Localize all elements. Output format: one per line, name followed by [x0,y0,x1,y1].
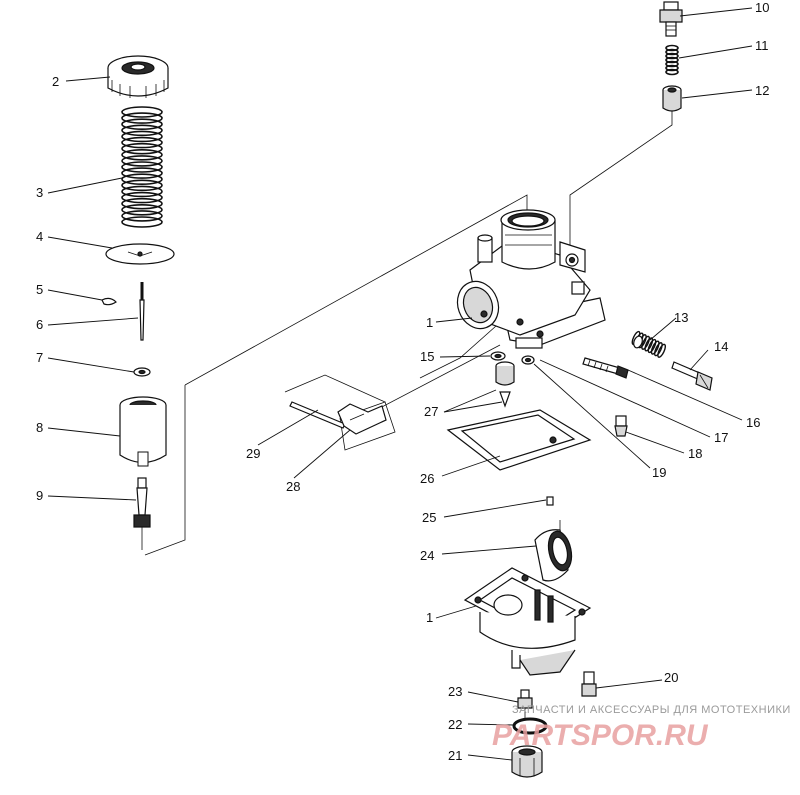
part-16-idle-screw [582,357,629,379]
callout-27: 27 [424,404,438,419]
part-8-throttle-slide [119,396,167,467]
part-13-spring [631,330,667,358]
part-22-o-ring [512,717,548,735]
callout-24: 24 [420,548,434,563]
part-17-washer [633,335,643,349]
part-3-spring [121,106,163,228]
part-29-float-pin [289,401,346,429]
callout-14: 14 [714,339,728,354]
part-15-o-ring [490,351,506,361]
callout-7: 7 [36,350,43,365]
part-27-float-valve [495,361,515,408]
part-2-top-cap [107,55,169,98]
callout-26: 26 [420,471,434,486]
callout-15: 15 [420,349,434,364]
watermark: ЗАПЧАСТИ И АКСЕССУАРЫ ДЛЯ МОТОТЕХНИКИ PA… [492,704,791,752]
part-20-drain-screw [581,671,597,697]
callout-11: 11 [755,38,769,53]
part-26-float-bowl-gasket [446,409,592,471]
callout-20: 20 [664,670,678,685]
watermark-logo: PARTSPOR.RU [492,719,709,752]
callout-18: 18 [688,446,702,461]
callout-labels: 2 3 4 5 6 7 8 9 10 11 12 1 13 14 15 16 1… [36,0,769,763]
callout-10: 10 [755,0,769,15]
part-28-float-arm [337,403,387,435]
callout-4: 4 [36,229,43,244]
callout-2: 2 [52,74,59,89]
callout-12: 12 [755,83,769,98]
callout-21: 21 [448,748,462,763]
callout-25: 25 [422,510,436,525]
part-4-retainer-plate [105,243,175,265]
part-1-carburetor-body [456,209,606,349]
callout-22: 22 [448,717,462,732]
part-11-cable-spring [665,44,679,76]
callout-8: 8 [36,420,43,435]
watermark-caption: ЗАПЧАСТИ И АКСЕССУАРЫ ДЛЯ МОТОТЕХНИКИ [512,704,791,716]
callout-29: 29 [246,446,260,461]
part-5-clip [101,297,117,306]
callout-23: 23 [448,684,462,699]
callout-16: 16 [746,415,760,430]
callout-1-body: 1 [426,315,433,330]
part-6-jet-needle [139,282,145,341]
callout-28: 28 [286,479,300,494]
callout-3: 3 [36,185,43,200]
callout-13: 13 [674,310,688,325]
callout-6: 6 [36,317,43,332]
callout-1-bowl: 1 [426,610,433,625]
part-21-drain-plug [511,745,543,778]
callout-19: 19 [652,465,666,480]
callout-17: 17 [714,430,728,445]
callout-5: 5 [36,282,43,297]
part-9-needle-jet [133,477,151,550]
part-19-washer [521,355,535,365]
part-7-washer [133,367,151,377]
part-18-jet [614,415,628,437]
part-10-cable-adjuster [659,1,683,37]
part-25-pin [546,496,554,506]
leader-lines [47,7,753,761]
part-1-float-bowl [463,567,592,676]
callout-9: 9 [36,488,43,503]
assembly-lines [144,110,673,556]
part-24-float [534,529,573,582]
part-12-adjuster-nut [662,85,682,112]
part-14-adjusting-screw [671,361,713,391]
